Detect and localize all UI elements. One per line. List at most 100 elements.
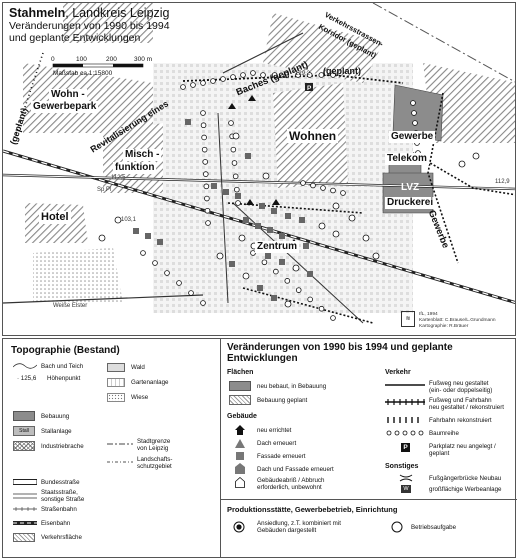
map-subtitle-1: Veränderungen von 1990 bis 1994: [9, 20, 170, 32]
legend-produktion: Produktionsstätte, Gewerbebetrieb, Einri…: [227, 505, 398, 514]
tree-symbol: [202, 159, 209, 165]
footway-south: [242, 287, 374, 324]
tree-symbol: [230, 146, 237, 153]
tree-symbol: [271, 72, 278, 78]
legend-werbe: großflächige Werbeanlage: [429, 486, 502, 493]
building-symbol: [307, 271, 313, 277]
building-symbol: [303, 243, 309, 249]
label-funktion: funktion: [113, 162, 157, 174]
tree-symbol: [295, 287, 302, 293]
billboard-icon: W: [401, 485, 411, 493]
wald-swatch: [107, 363, 125, 372]
footway-center: [227, 202, 364, 214]
building-symbol: [145, 233, 151, 239]
tree-symbol: [273, 268, 279, 275]
building-symbol: [157, 239, 163, 245]
building-symbol: [243, 217, 249, 223]
legend-strassenbahn: Straßenbahn: [41, 506, 77, 513]
legend-bach: Bach und Teich: [41, 363, 84, 370]
legend-wald: Wald: [131, 364, 145, 371]
road-weisse-elster: [3, 294, 204, 304]
planned-footway-east: [412, 152, 515, 196]
label-geplant-top: (geplant): [323, 66, 361, 76]
legend-hoehe-value: · 125,6: [17, 375, 37, 382]
building-symbol: [362, 234, 370, 242]
legend-changes-heading-1: Veränderungen von 1990 bis 1994 und gepl…: [227, 342, 453, 353]
legend-fuss-fahr-1: Fußweg und Fahrbahn: [429, 397, 492, 404]
label-lvz: LVZ: [401, 182, 420, 193]
building-symbol: [458, 160, 466, 168]
scale-tick-0: 0: [51, 56, 55, 63]
industrie-swatch: [13, 441, 35, 451]
building-symbol: [267, 227, 273, 233]
legend-parkplatz-2: geplant: [429, 450, 450, 457]
bach-swatch: [13, 363, 37, 369]
building-symbol: [271, 295, 277, 301]
building-symbol: [271, 208, 277, 214]
betriebsaufgabe-icon: [391, 521, 403, 533]
legend-fuss-fahr-2: neu gestaltet / rekonstruiert: [429, 404, 504, 411]
legend-landschaft-1: Landschafts-: [137, 456, 173, 463]
tree-symbol: [250, 250, 256, 256]
elevation-112-5: 112,5: [111, 175, 126, 181]
wiese-swatch: [107, 393, 125, 402]
tree-symbol: [204, 207, 211, 214]
tree-symbol: [152, 260, 158, 266]
tree-symbol: [330, 315, 336, 321]
tree-symbol: [180, 84, 186, 90]
tree-symbol: [203, 183, 210, 190]
footway-gewerbe: [427, 92, 459, 264]
tree-symbol: [190, 82, 196, 88]
label-weisse-elster: Weiße Elster: [53, 303, 88, 309]
legend-baumreihe: Baumreihe: [429, 430, 459, 437]
roof-triangle-icon: [235, 439, 245, 448]
building-symbol: [248, 95, 256, 101]
tree-symbol: [310, 182, 316, 189]
building-symbol: [223, 189, 229, 195]
house-outline-icon: [235, 477, 245, 488]
scale-tick-100: 100: [76, 56, 87, 63]
legend-ansiedlung-1: Ansiedlung, z.T. kombiniert mit: [257, 520, 341, 527]
building-symbol: [372, 252, 380, 260]
verkehrsflaeche-swatch: [13, 533, 35, 542]
tree-symbol: [300, 180, 306, 186]
tree-symbol: [140, 250, 146, 256]
building-symbol: [299, 217, 305, 223]
tree-symbol: [234, 186, 240, 193]
legend-changes-heading-2: Entwicklungen: [227, 353, 298, 364]
building-symbol: [232, 132, 240, 140]
legend-industrie: Industriebrache: [41, 443, 84, 450]
bebauung-geplant-swatch: [229, 395, 251, 405]
scale-tick-300: 300 m: [134, 56, 153, 63]
legend-verkehr: Verkehr: [385, 369, 411, 376]
legend-eisenbahn: Eisenbahn: [41, 520, 71, 527]
svg-text:P: P: [307, 85, 312, 92]
road-diag-east: [232, 202, 364, 324]
tree-symbol: [176, 280, 182, 286]
building-symbol: [211, 183, 217, 189]
credit-line-2: Kartenblatt: C.Brause/L.Grundmann: [419, 318, 496, 323]
building-symbol: [185, 119, 191, 125]
tree-symbol: [201, 134, 207, 141]
tree-symbol: [330, 187, 336, 194]
legend-bruecke: Fußgängerbrücke Neubau: [429, 475, 502, 482]
legend-bebauung-geplant: Bebauung geplant: [257, 397, 308, 404]
tree-row-group: [140, 70, 421, 321]
roof-facade-icon: [235, 463, 245, 474]
neu-bebaut-swatch: [229, 381, 251, 391]
strassenbahn-swatch: [13, 507, 37, 511]
legend-divider: [221, 499, 517, 500]
tree-symbol: [231, 160, 238, 166]
bridge-icon: [399, 474, 413, 482]
legend-stall: Stallanlage: [41, 428, 72, 435]
legend-wiese: Wiese: [131, 394, 149, 401]
north-hatch-area: [63, 3, 153, 43]
staatsstrasse-swatch: [13, 493, 37, 499]
tree-symbol: [410, 100, 416, 106]
label-gewerbepark: Gewerbepark: [31, 101, 99, 113]
legend-bundesstrasse: Bundesstraße: [41, 479, 80, 486]
tree-symbol: [318, 305, 325, 312]
tree-symbol: [340, 190, 346, 196]
legend-changes: Veränderungen von 1990 bis 1994 und gepl…: [221, 339, 517, 557]
baumreihe-swatch: [386, 430, 424, 436]
